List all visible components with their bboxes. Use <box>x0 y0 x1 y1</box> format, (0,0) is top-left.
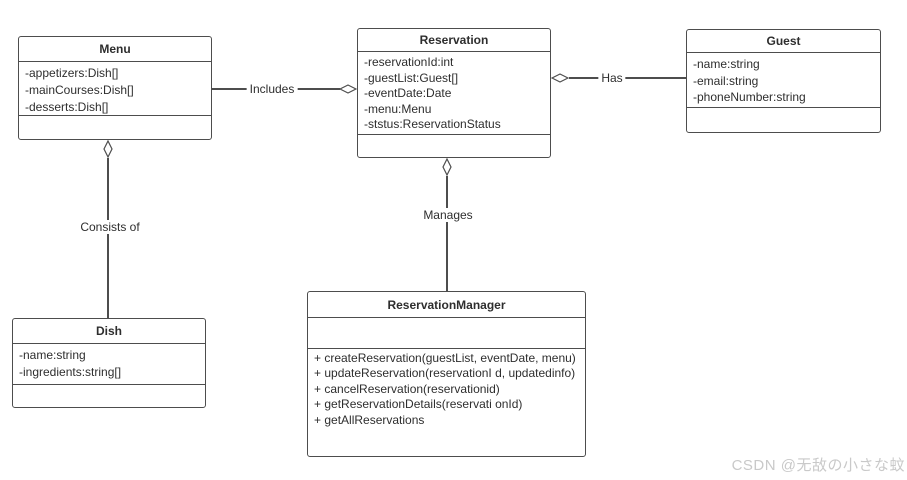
class-attribute: -ststus:ReservationStatus <box>364 117 501 131</box>
relationship-label-has: Has <box>598 71 626 85</box>
class-attribute: -phoneNumber:string <box>693 90 806 104</box>
class-attribute: -name:string <box>19 348 86 362</box>
attributes-section: -name:string -email:string -phoneNumber:… <box>687 53 880 108</box>
class-title: Reservation <box>358 29 550 52</box>
class-attribute: -ingredients:string[] <box>19 364 122 379</box>
methods-section <box>13 385 205 407</box>
class-attribute: -guestList:Guest[] <box>364 70 459 85</box>
class-method: + createReservation(guestList, eventDate… <box>314 351 576 365</box>
attributes-section: -reservationId:int -guestList:Guest[] -e… <box>358 52 550 135</box>
class-attribute: -name:string <box>693 57 760 71</box>
class-box-menu: Menu -appetizers:Dish[] -mainCourses:Dis… <box>18 36 212 140</box>
class-method: + updateReservation(reservationI d, upda… <box>314 366 576 381</box>
class-method: + getReservationDetails(reservati onId) <box>314 397 523 412</box>
class-box-reservation: Reservation -reservationId:int -guestLis… <box>357 28 551 158</box>
class-box-reservation-manager: ReservationManager + createReservation(g… <box>307 291 586 457</box>
class-box-dish: Dish -name:string -ingredients:string[] <box>12 318 206 408</box>
class-title: ReservationManager <box>308 292 585 318</box>
consists-of-connector-line <box>107 158 109 318</box>
class-title: Menu <box>19 37 211 62</box>
methods-section: + createReservation(guestList, eventDate… <box>308 349 585 456</box>
class-box-guest: Guest -name:string -email:string -phoneN… <box>686 29 881 133</box>
attributes-section: -appetizers:Dish[] -mainCourses:Dish[] -… <box>19 62 211 116</box>
aggregation-diamond-icon <box>442 158 452 176</box>
class-title: Dish <box>13 319 205 344</box>
aggregation-diamond-icon <box>103 140 113 158</box>
has-connector-line <box>569 77 686 79</box>
csdn-watermark: CSDN @无敌の小さな蚊 <box>731 457 905 474</box>
class-attribute: -appetizers:Dish[] <box>25 66 119 80</box>
class-attribute: -reservationId:int <box>364 55 454 69</box>
class-attribute: -eventDate:Date <box>364 86 452 100</box>
aggregation-diamond-icon <box>339 84 357 94</box>
relationship-label-consists-of: Consists of <box>77 220 143 234</box>
attributes-section <box>308 318 585 349</box>
class-attribute: -desserts:Dish[] <box>25 100 109 114</box>
class-method: + cancelReservation(reservationid) <box>314 381 500 396</box>
class-attribute: -menu:Menu <box>364 101 432 116</box>
class-attribute: -email:string <box>693 73 759 88</box>
relationship-label-includes: Includes <box>246 82 298 96</box>
class-method: + getAllReservations <box>314 412 425 427</box>
manages-connector-line <box>446 176 448 291</box>
aggregation-diamond-icon <box>551 73 569 83</box>
class-attribute: -mainCourses:Dish[] <box>25 83 134 97</box>
methods-section <box>358 135 550 157</box>
class-title: Guest <box>687 30 880 53</box>
methods-section <box>687 108 880 132</box>
attributes-section: -name:string -ingredients:string[] <box>13 344 205 385</box>
relationship-label-manages: Manages <box>420 208 476 222</box>
methods-section <box>19 116 211 139</box>
